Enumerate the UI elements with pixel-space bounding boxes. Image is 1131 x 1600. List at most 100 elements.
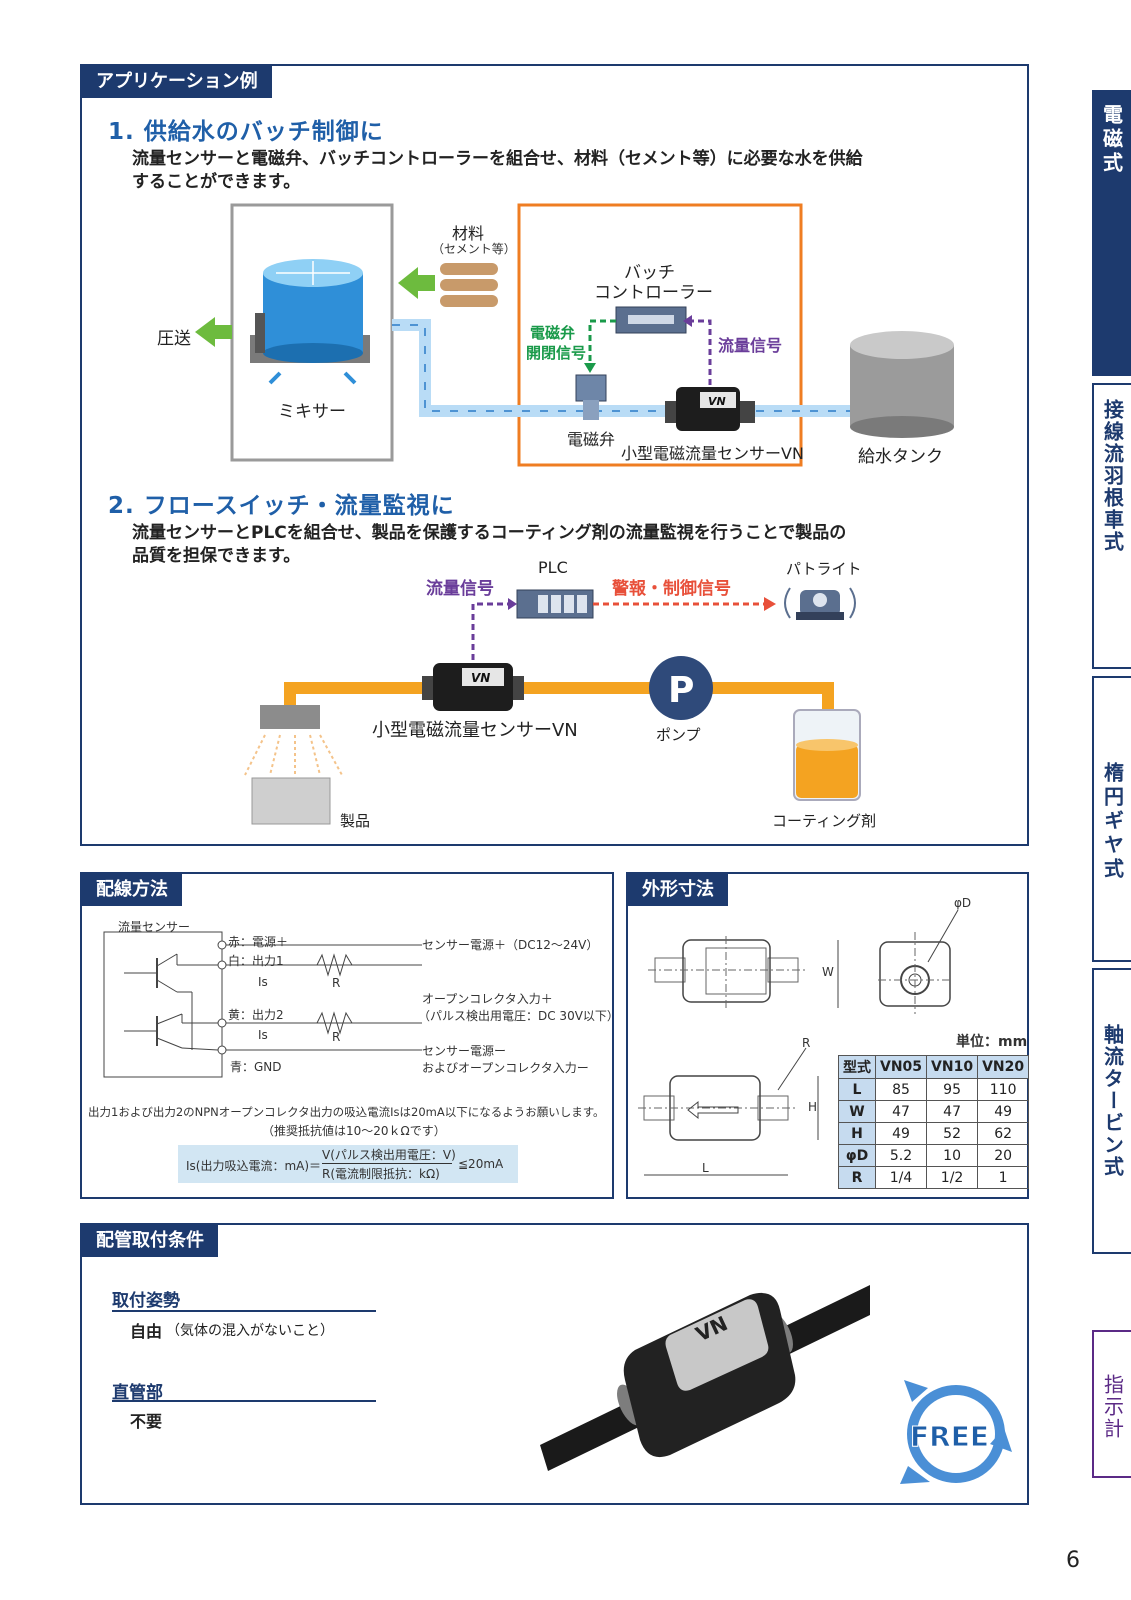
coating-label: コーティング剤: [772, 812, 877, 830]
batch-controller-label-2: コントローラー: [594, 283, 713, 303]
table-cell: 52: [926, 1122, 979, 1145]
table-cell: R: [838, 1166, 876, 1189]
sensor-vn-icon-2: VN: [422, 663, 524, 711]
pressure-arrow-icon: [195, 317, 232, 347]
posture-value: 自由: [130, 1322, 163, 1341]
table-header: 型式: [838, 1055, 876, 1079]
sensor-vn-icon: VN: [665, 387, 755, 431]
case1-title: 1. 供給水のバッチ制御に: [108, 119, 384, 145]
flow-monitor-diagram: VN P: [244, 587, 861, 825]
formula-right: ≦20mA: [458, 1157, 504, 1171]
case2-desc-2: 品質を担保できます。: [132, 546, 301, 566]
table-cell: 10: [926, 1144, 979, 1167]
mixer-label: ミキサー: [278, 402, 346, 422]
flow-signal-label-2: 流量信号: [426, 579, 494, 599]
gnd-label-1: センサー電源ー: [422, 1044, 507, 1058]
dim-label-r: R: [802, 1036, 811, 1050]
table-cell: 85: [874, 1078, 928, 1101]
material-label: 材料: [452, 224, 485, 243]
free-badge-icon: FREE: [900, 1380, 1012, 1484]
tab-label: 電磁式: [1099, 104, 1124, 176]
free-text: FREE: [910, 1420, 989, 1453]
wiring-note-2: （推奨抵抗値は10～20ｋΩです）: [262, 1124, 446, 1138]
dim-label-d: φD: [954, 896, 972, 910]
wiring-note-1: 出力1および出力2のNPNオープンコレクタ出力の吸込電流Isは20mA以下になる…: [88, 1105, 605, 1119]
pump-letter: P: [668, 670, 694, 711]
table-cell: 20: [977, 1144, 1030, 1167]
formula-left: Is(出力吸込電流：mA)＝: [186, 1159, 322, 1173]
table-cell: 5.2: [874, 1144, 928, 1167]
valve-icon: [575, 374, 607, 402]
table-cell: H: [838, 1122, 876, 1145]
page-number: 6: [1066, 1548, 1080, 1573]
sensor-logo: VN: [708, 395, 726, 408]
dim-label-h: H: [808, 1100, 818, 1114]
table-header-row: 型式 VN05 VN10 VN20: [838, 1055, 1030, 1079]
resistor-2-icon: [316, 1011, 353, 1035]
table-cell: 1/4: [874, 1166, 928, 1189]
posture-title: 取付姿勢: [112, 1291, 180, 1311]
tab-label: 楕円ギヤ式: [1100, 762, 1125, 882]
dim-label-w: W: [822, 965, 834, 979]
case2-title: 2. フロースイッチ・流量監視に: [108, 493, 455, 519]
dimension-drawings: [638, 909, 959, 1176]
material-icon: [440, 263, 498, 307]
table-cell: W: [838, 1100, 876, 1123]
tab-indicator[interactable]: 指示計: [1092, 1330, 1131, 1478]
tab-oval-gear[interactable]: 楕円ギヤ式: [1092, 676, 1131, 962]
r-label-2: R: [332, 1030, 341, 1044]
table-cell: 47: [926, 1100, 979, 1123]
r-label-1: R: [332, 976, 341, 990]
alarm-signal-label: 警報・制御信号: [612, 579, 731, 599]
water-tank-icon: [850, 331, 954, 438]
material-arrow-icon: [398, 267, 435, 299]
table-cell: 1: [977, 1166, 1030, 1189]
tab-electromagnetic[interactable]: 電磁式: [1092, 90, 1131, 376]
case2-desc-1: 流量センサーとPLCを組合せ、製品を保護するコーティング剤の流量監視を行うことで…: [132, 523, 847, 543]
wiring-diagram: [103, 931, 422, 1078]
valve-label: 電磁弁: [567, 430, 616, 449]
table-cell: L: [838, 1078, 876, 1101]
product-label: 製品: [340, 812, 371, 830]
posture-underline: [112, 1310, 376, 1312]
wiring-sensor-label: 流量センサー: [118, 920, 191, 934]
sensor-photo: VN: [540, 1285, 870, 1471]
pressure-label: 圧送: [157, 329, 191, 349]
wiring-header: 配線方法: [82, 874, 182, 906]
tab-label: 接線流羽根車式: [1100, 399, 1125, 553]
table-cell: 95: [926, 1078, 979, 1101]
is-label-1: Is: [258, 975, 268, 989]
table-cell: φD: [838, 1144, 876, 1167]
sensor-logo-2: VN: [471, 671, 490, 685]
wire-blue: 青：GND: [230, 1060, 282, 1074]
table-header: VN10: [926, 1055, 979, 1079]
tab-tangential-impeller[interactable]: 接線流羽根車式: [1092, 383, 1131, 669]
formula-box: [178, 1145, 518, 1183]
dimensions-section: 外形寸法: [626, 872, 1029, 1199]
straight-underline: [112, 1400, 376, 1402]
table-cell: 49: [874, 1122, 928, 1145]
gnd-label-2: およびオープンコレクタ入力ー: [422, 1061, 589, 1075]
tab-axial-turbine[interactable]: 軸流タービン式: [1092, 968, 1131, 1254]
resistor-1-icon: [316, 953, 353, 977]
batch-controller-label-1: バッチ: [624, 263, 675, 283]
straight-value: 不要: [130, 1412, 163, 1431]
formula-numerator: V(パルス検出用電圧：V): [322, 1148, 456, 1162]
supply-label: センサー電源＋（DC12～24V）: [422, 938, 599, 952]
plc-icon: [516, 589, 594, 619]
tank-label: 給水タンク: [858, 447, 943, 467]
case1-desc-2: することができます。: [132, 172, 301, 192]
oc-input-label-2: （パルス検出用電圧：DC 30V以下）: [418, 1009, 619, 1023]
mounting-section: 配管取付条件: [80, 1223, 1029, 1505]
product-icon: [244, 705, 343, 825]
valve-signal-label-1: 電磁弁: [530, 324, 576, 342]
flow-signal-label-1: 流量信号: [718, 336, 783, 355]
pump-label: ポンプ: [656, 726, 701, 744]
table-row: H 49 52 62: [838, 1122, 1030, 1145]
table-header: VN05: [874, 1055, 928, 1079]
dimensions-header: 外形寸法: [628, 874, 728, 906]
application-header: アプリケーション例: [82, 66, 272, 98]
pump-icon: P: [649, 656, 713, 720]
sensor-label-1: 小型電磁流量センサーVN: [621, 444, 804, 463]
case1-desc-1: 流量センサーと電磁弁、バッチコントローラーを組合せ、材料（セメント等）に必要な水…: [132, 149, 863, 169]
